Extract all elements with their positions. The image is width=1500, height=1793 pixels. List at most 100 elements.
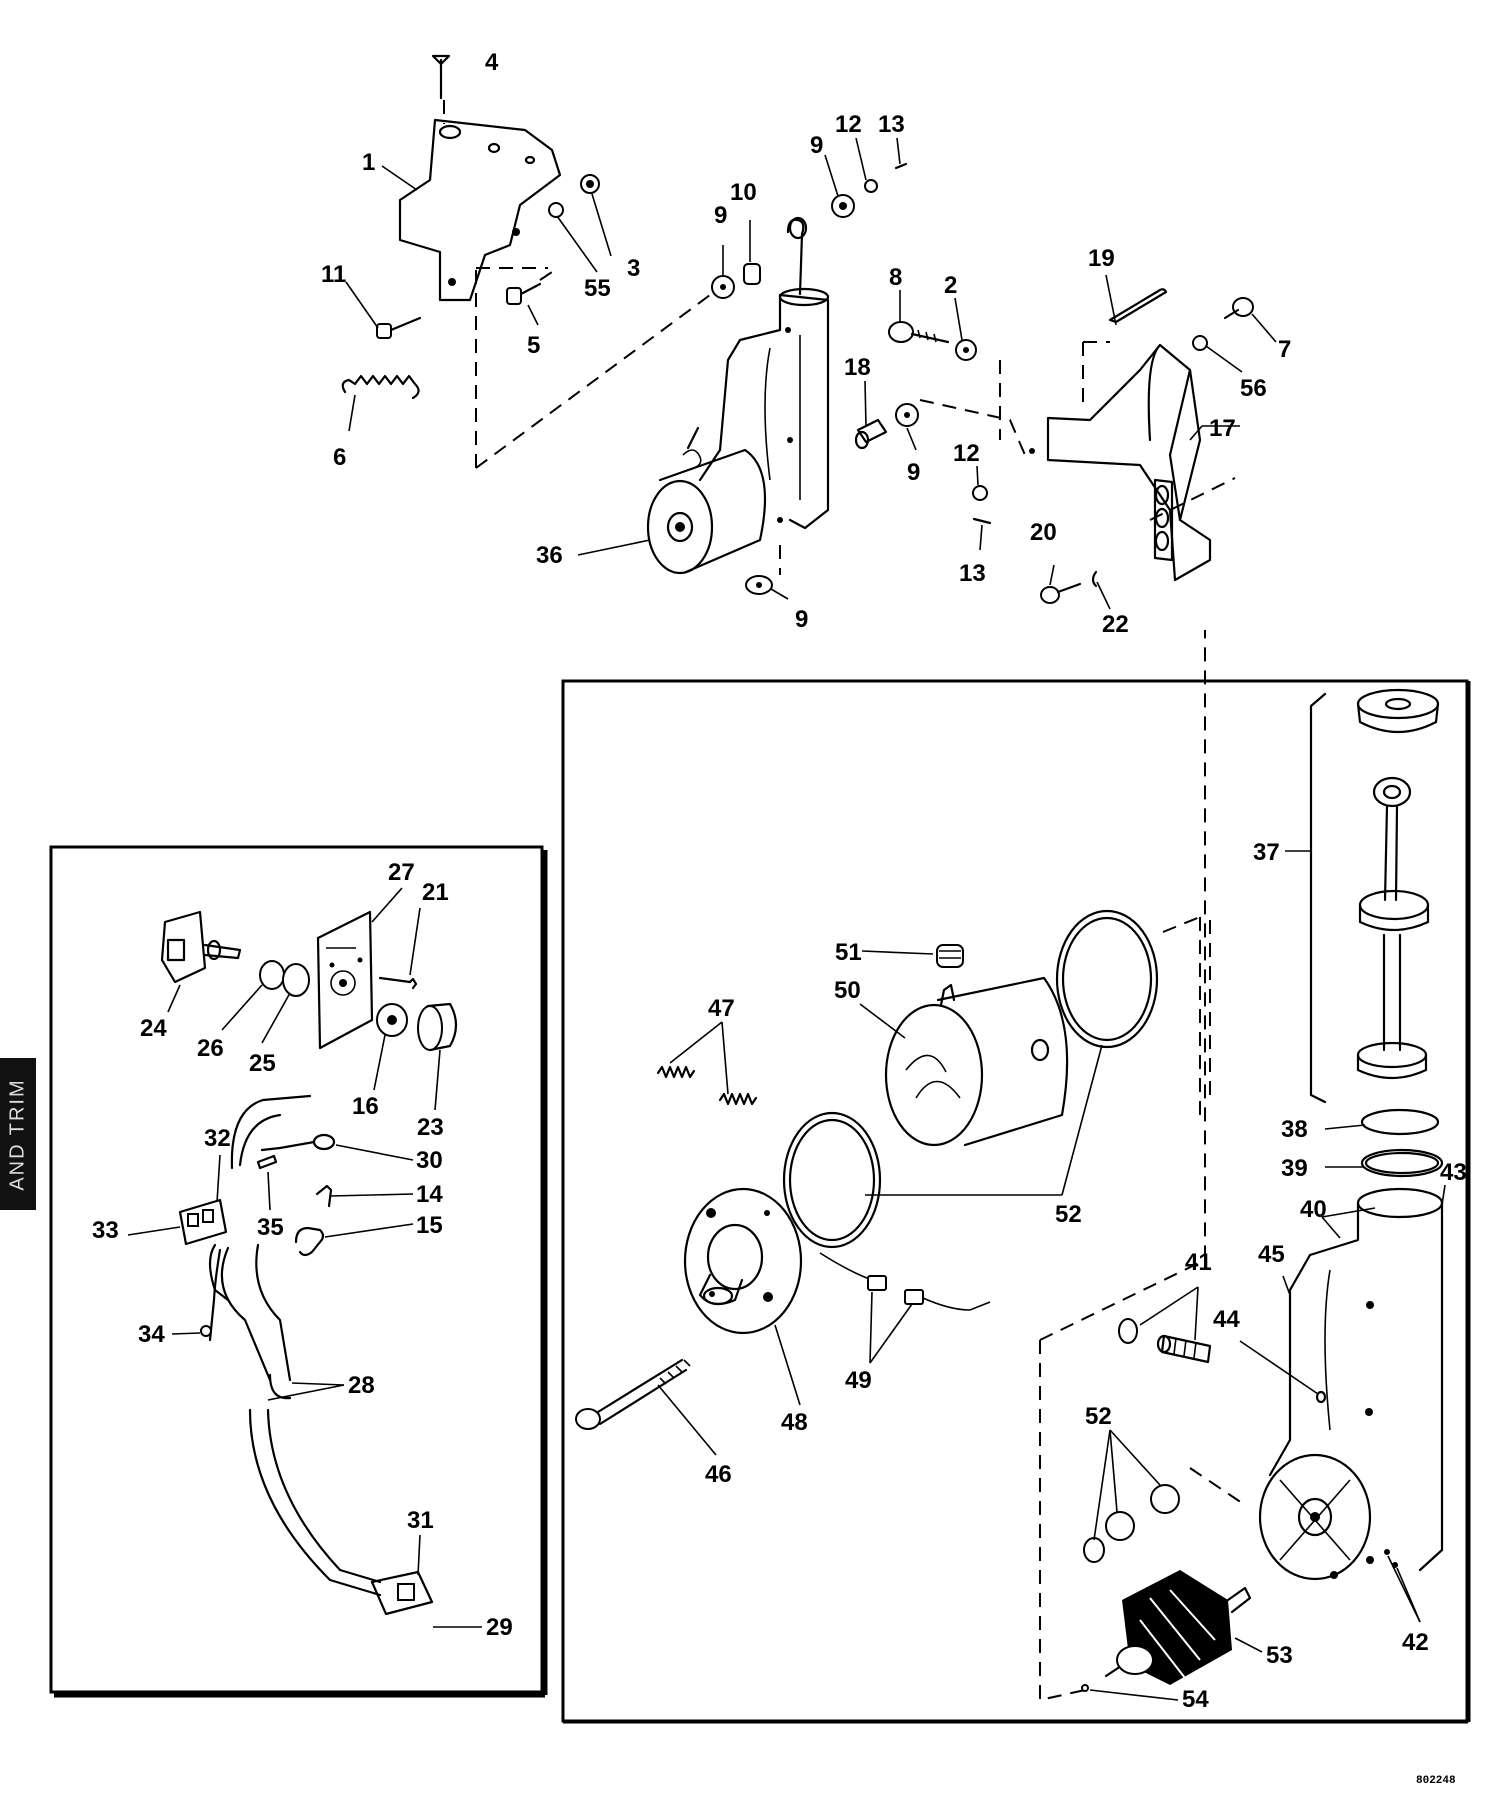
callout-7: 7	[1278, 336, 1291, 363]
spring-part-6	[341, 374, 420, 400]
callout-12a: 12	[835, 111, 862, 138]
nut-part-25	[282, 963, 310, 997]
washer-part-22	[1091, 570, 1098, 588]
callout-22: 22	[1102, 611, 1129, 638]
callout-15: 15	[416, 1212, 443, 1239]
callout-41: 41	[1185, 1249, 1212, 1276]
callout-10: 10	[730, 179, 757, 206]
ball-part-54	[1081, 1684, 1089, 1692]
callout-50: 50	[834, 977, 861, 1004]
callout-13b: 13	[959, 560, 986, 587]
callout-29: 29	[486, 1614, 513, 1641]
callout-16: 16	[352, 1093, 379, 1120]
connector-part-33	[178, 1198, 228, 1246]
top-assembly	[341, 54, 1254, 604]
field-frame-part-50	[884, 976, 1069, 1147]
valve-part-41	[1118, 1318, 1212, 1364]
gasket-part-52-right	[1055, 909, 1159, 1049]
leader-lines	[127, 137, 1446, 1701]
switch-plate-part-27	[316, 910, 374, 1050]
callout-12b: 12	[953, 440, 980, 467]
washer-part-52c	[1083, 1537, 1105, 1563]
o-ring-part-39	[1360, 1148, 1444, 1178]
washer-part-52a	[1150, 1484, 1180, 1514]
callout-31: 31	[407, 1507, 434, 1534]
callout-52b: 52	[1085, 1403, 1112, 1430]
callout-56: 56	[1240, 375, 1267, 402]
through-bolt-part-46	[575, 1358, 691, 1430]
o-ring-part-38	[1360, 1108, 1440, 1136]
callout-23: 23	[417, 1114, 444, 1141]
ring-terminal-part-30	[260, 1133, 336, 1152]
callout-27: 27	[388, 859, 415, 886]
pump-housing-part-45	[1258, 1187, 1444, 1581]
callout-17: 17	[1209, 415, 1236, 442]
bolt-part-5	[506, 271, 553, 305]
callout-9c: 9	[907, 459, 920, 486]
callout-13a: 13	[878, 111, 905, 138]
spacer-part-18	[854, 418, 888, 450]
side-tab-label: AND TRIM	[6, 1077, 29, 1191]
callout-42: 42	[1402, 1629, 1429, 1656]
end-cap-part-48	[683, 1187, 803, 1335]
washer-part-52b	[1105, 1511, 1135, 1541]
callout-32: 32	[204, 1125, 231, 1152]
callout-6: 6	[333, 444, 346, 471]
callout-39: 39	[1281, 1155, 1308, 1182]
motor-assembly-box	[561, 630, 1471, 1724]
pin-part-19	[1108, 288, 1168, 324]
callout-14: 14	[416, 1181, 443, 1208]
washer-part-12a	[864, 179, 878, 193]
callout-38: 38	[1281, 1116, 1308, 1143]
callout-labels: 4 1 3 55 5 11 6 10 9 9 12 13 8 2 19 7 56…	[92, 49, 1467, 1713]
callout-11: 11	[321, 261, 346, 288]
callout-19: 19	[1088, 245, 1115, 272]
callout-46: 46	[705, 1461, 732, 1488]
control-switch-kit-box	[49, 845, 548, 1698]
callout-18: 18	[844, 354, 871, 381]
callout-37: 37	[1253, 839, 1280, 866]
callout-44: 44	[1213, 1306, 1240, 1333]
callout-48: 48	[781, 1409, 808, 1436]
callout-25: 25	[249, 1050, 276, 1077]
washer-part-56	[1192, 335, 1208, 351]
callout-52a: 52	[1055, 1201, 1082, 1228]
callout-9d: 9	[795, 606, 808, 633]
callout-49: 49	[845, 1367, 872, 1394]
callout-34: 34	[138, 1321, 165, 1348]
callout-47: 47	[708, 995, 735, 1022]
screw-part-4	[431, 54, 451, 124]
spring-part-47b	[718, 1092, 758, 1106]
callout-8: 8	[889, 264, 902, 291]
clamp-part-15	[294, 1226, 325, 1257]
spacer-part-10	[743, 263, 761, 285]
screw-part-14	[315, 1184, 333, 1208]
toggle-switch-part-24	[160, 910, 242, 984]
wiring-harness-part-28	[208, 1094, 382, 1597]
callout-51: 51	[835, 939, 862, 966]
callout-28: 28	[348, 1372, 375, 1399]
bolt-part-20	[1040, 582, 1082, 604]
callout-26: 26	[197, 1035, 224, 1062]
terminal-part-34	[200, 1325, 212, 1337]
callout-53: 53	[1266, 1642, 1293, 1669]
callout-5: 5	[527, 332, 540, 359]
callout-21: 21	[422, 879, 449, 906]
pin-part-13b	[972, 517, 992, 525]
washer-part-55	[548, 202, 564, 218]
boot-part-23	[417, 1002, 458, 1052]
callout-36: 36	[536, 542, 563, 569]
tilt-bracket-part-17	[1029, 343, 1212, 582]
callout-24: 24	[140, 1015, 167, 1042]
callout-54: 54	[1182, 1686, 1209, 1713]
callout-35: 35	[257, 1214, 284, 1241]
bolt-part-11	[376, 316, 422, 339]
callout-55: 55	[584, 275, 611, 302]
terminal-part-51	[936, 944, 964, 968]
spring-part-47a	[656, 1065, 696, 1079]
gasket-part-52-left	[782, 1111, 882, 1249]
bracket-part-1	[398, 118, 562, 302]
callout-3: 3	[627, 255, 640, 282]
brushes-part-49	[819, 1252, 991, 1311]
